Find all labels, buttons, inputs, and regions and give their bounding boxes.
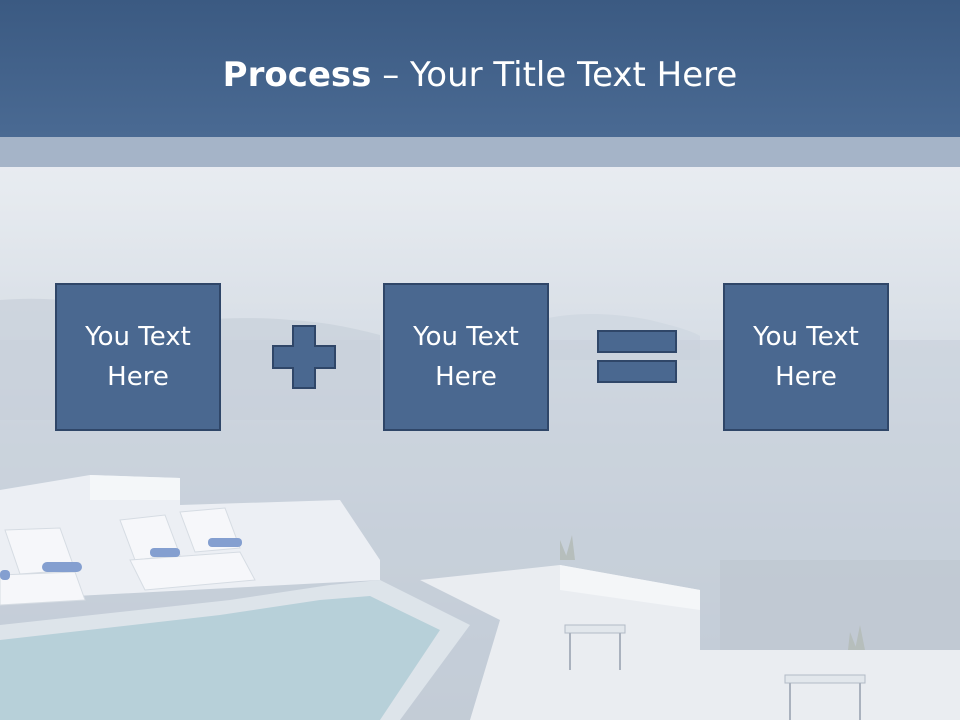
slide-title[interactable]: Process – Your Title Text Here — [0, 52, 960, 98]
equals-icon — [597, 330, 677, 383]
process-box-2-text: You Text Here — [413, 322, 519, 392]
title-separator: – — [371, 55, 411, 95]
title-accent-strip — [0, 137, 960, 167]
process-box-2[interactable]: You Text Here — [383, 283, 549, 431]
title-rest-text: Your Title Text Here — [410, 55, 738, 95]
process-box-1[interactable]: You Text Here — [55, 283, 221, 431]
title-bar — [0, 0, 960, 137]
process-box-3-text: You Text Here — [753, 322, 859, 392]
plus-icon — [272, 325, 336, 389]
title-bold-text: Process — [222, 55, 372, 95]
process-box-1-text: You Text Here — [85, 322, 191, 392]
process-box-3[interactable]: You Text Here — [723, 283, 889, 431]
